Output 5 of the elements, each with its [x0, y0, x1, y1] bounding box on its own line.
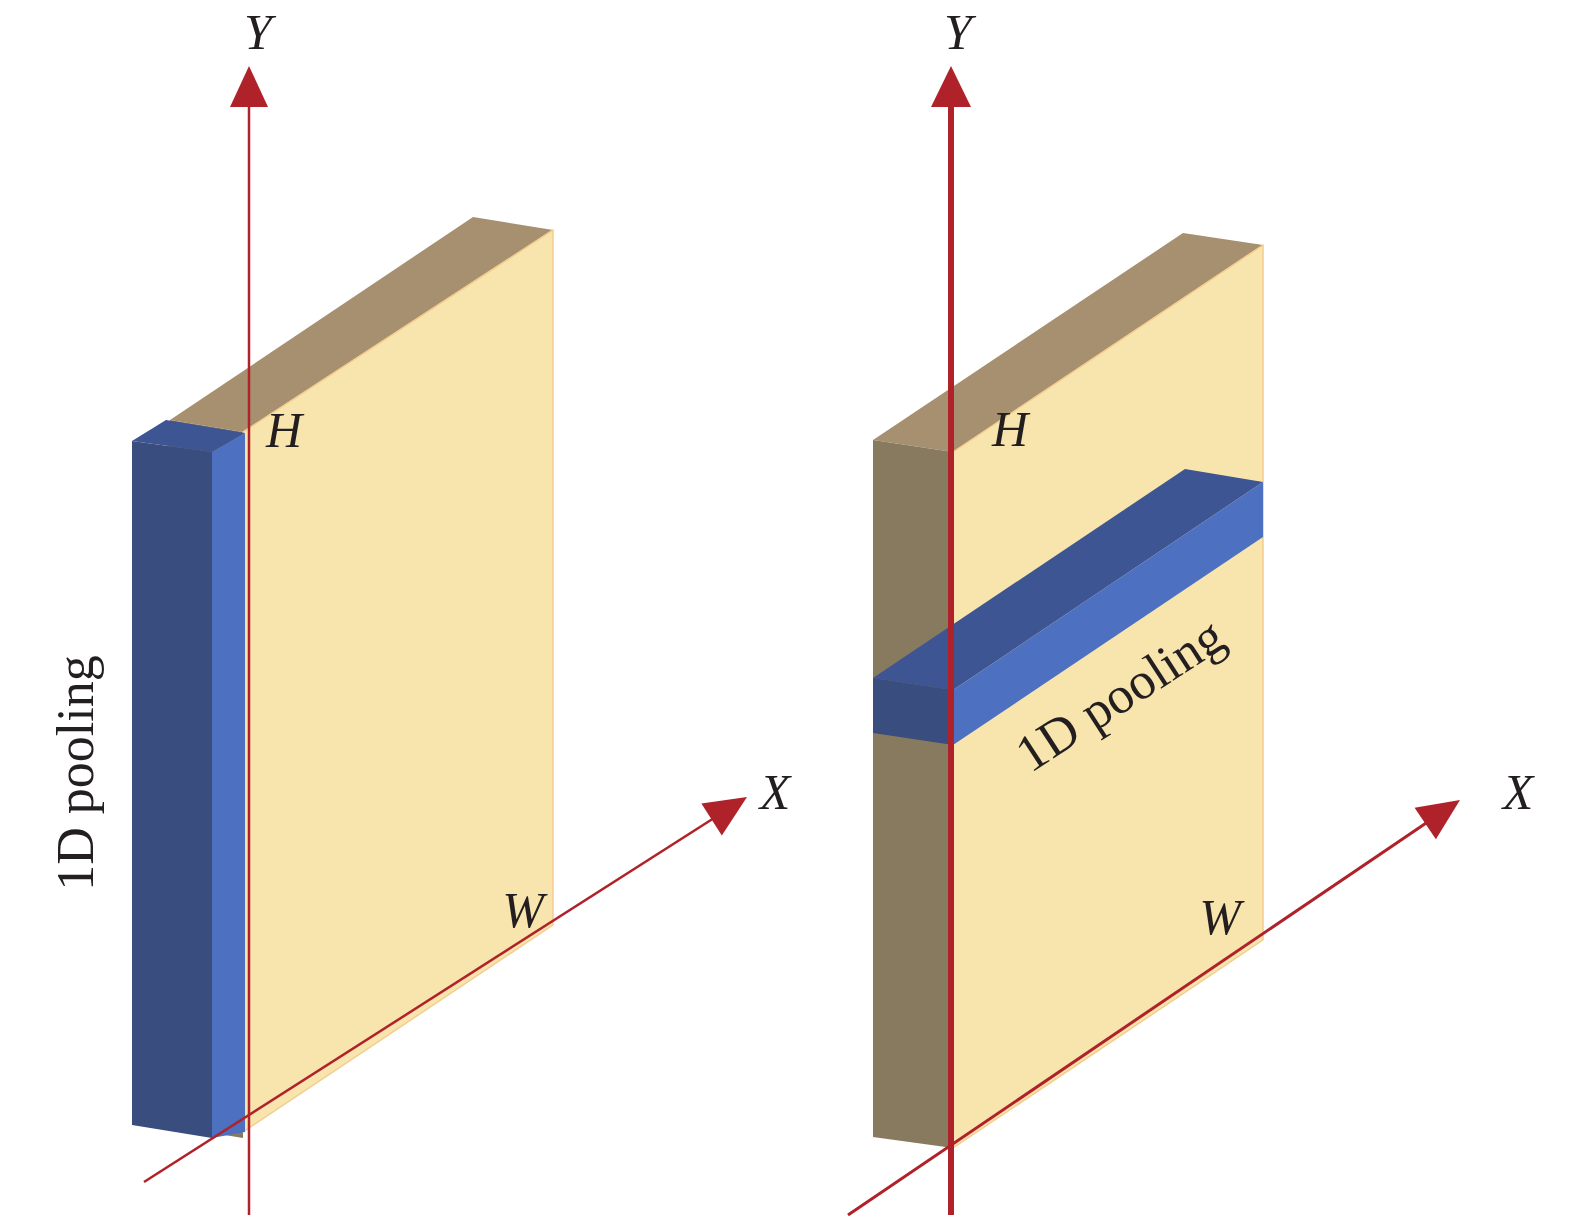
axis-label: X [1502, 767, 1534, 817]
dimension-label: H [991, 404, 1029, 454]
axis-label: X [759, 767, 791, 817]
dimension-label: H [265, 405, 303, 455]
pooling-label: 1D pooling [50, 655, 102, 891]
